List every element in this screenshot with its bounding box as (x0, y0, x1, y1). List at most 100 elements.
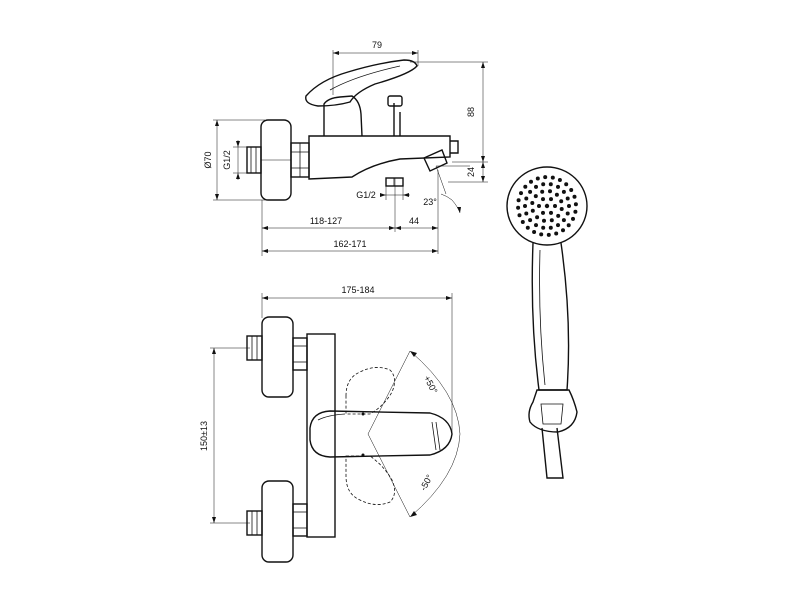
nozzle-hole (557, 178, 562, 182)
nozzle-hole (516, 205, 521, 210)
nozzle-hole (548, 189, 552, 194)
shower-nozzle-pattern (516, 175, 578, 237)
nozzle-hole (553, 204, 557, 208)
side-diverter-knob (387, 95, 403, 136)
nozzle-hole (520, 220, 525, 224)
dimension-label-wall-to-spout: 162-171 (333, 239, 366, 249)
dimension-inlet-thread: G1/2 (222, 140, 249, 180)
nozzle-hole (546, 232, 551, 237)
dimension-outlet-spacing: 44 (395, 216, 438, 230)
dimension-label-rosette-diameter: Ø70 (203, 151, 213, 168)
nozzle-hole (572, 194, 577, 199)
nozzle-hole (573, 202, 578, 207)
nozzle-hole (549, 218, 554, 223)
nozzle-hole (556, 184, 560, 189)
top-lever-ghost-upper (345, 367, 395, 415)
nozzle-hole (540, 189, 545, 194)
shower-handle (531, 242, 570, 391)
nozzle-hole (524, 211, 529, 216)
top-lever-handle[interactable] (309, 410, 453, 458)
nozzle-hole (569, 188, 574, 192)
nozzle-hole (541, 225, 546, 230)
rotation-arc: +50° -50° (367, 350, 461, 518)
nozzle-hole (517, 213, 522, 218)
side-view: 79 88 24 Ø70 (203, 40, 488, 256)
dimension-label-spout-height: 24 (466, 167, 476, 177)
rotation-label-plus: +50° (422, 374, 440, 396)
nozzle-hole (529, 179, 533, 184)
side-outlet (385, 177, 404, 187)
dimension-label-inlet-centers: 150±13 (199, 421, 209, 451)
dimension-label-wall-to-outlet: 118-127 (310, 216, 342, 226)
nozzle-hole (561, 218, 566, 223)
dimension-spout-angle: 23° (423, 165, 470, 214)
nozzle-hole (533, 194, 538, 199)
nozzle-hole (564, 182, 569, 187)
nozzle-hole (544, 203, 550, 209)
nozzle-hole (541, 210, 545, 215)
top-lever-ghost-lower (345, 455, 395, 505)
nozzle-hole (542, 218, 546, 223)
nozzle-hole (573, 209, 578, 214)
side-inlet-thread (246, 146, 262, 174)
nozzle-hole (528, 189, 533, 194)
top-view: +50° -50° 175-184 150±13 (199, 285, 461, 563)
nozzle-hole (556, 223, 560, 228)
side-spout-nozzle (423, 140, 459, 172)
shower-holder (528, 389, 578, 433)
nozzle-hole (539, 232, 544, 237)
nozzle-hole (554, 231, 559, 236)
nozzle-hole (559, 199, 564, 204)
top-rosette-lower (261, 480, 294, 563)
dimension-label-total-depth: 175-184 (341, 285, 374, 295)
nozzle-hole (525, 225, 530, 230)
shower-hose-connector (541, 427, 564, 479)
top-mixer-body (306, 333, 336, 538)
dimension-rosette-diameter: Ø70 (203, 119, 265, 201)
nozzle-hole (532, 230, 537, 234)
rotation-label-minus: -50° (418, 473, 435, 493)
nozzle-hole (530, 201, 535, 205)
nozzle-hole (530, 208, 535, 213)
side-mixer-cartridge (323, 95, 363, 137)
side-wall-rosette (260, 119, 292, 201)
nozzle-hole (556, 213, 561, 218)
side-hex-nut (290, 142, 310, 178)
nozzle-hole (535, 215, 540, 220)
nozzle-hole (567, 204, 571, 208)
side-lever-handle[interactable] (305, 59, 418, 107)
nozzle-hole (528, 218, 533, 223)
dimension-label-outlet-thread: G1/2 (356, 190, 376, 200)
nozzle-hole (519, 191, 523, 196)
nozzle-hole (549, 197, 553, 202)
nozzle-hole (571, 216, 575, 221)
dimension-lever-depth: 79 (332, 40, 419, 95)
nozzle-hole (561, 228, 565, 233)
nozzle-hole (534, 223, 538, 228)
nozzle-hole (516, 198, 521, 203)
nozzle-hole (565, 211, 570, 216)
nozzle-hole (548, 182, 553, 187)
dimension-label-spout-angle: 23° (423, 197, 437, 207)
dimension-label-height-top: 88 (466, 107, 476, 117)
nozzle-hole (537, 204, 541, 208)
dimension-wall-to-outlet: 118-127 (262, 216, 395, 230)
dimension-outlet-thread: G1/2 (356, 186, 410, 200)
nozzle-hole (550, 175, 555, 180)
dimension-wall-to-spout: 162-171 (262, 239, 438, 253)
nozzle-hole (523, 184, 528, 189)
nozzle-hole (524, 196, 529, 201)
dimension-label-inlet-thread: G1/2 (222, 150, 232, 170)
nozzle-hole (541, 197, 545, 202)
dimension-label-lever-depth: 79 (372, 40, 382, 50)
shower-head (506, 166, 588, 246)
dimension-spout-height: 24 (448, 162, 488, 183)
top-rosette-upper (261, 316, 294, 398)
nozzle-hole (548, 225, 553, 230)
nozzle-hole (565, 196, 570, 201)
nozzle-hole (554, 192, 559, 197)
nozzle-hole (561, 189, 566, 194)
nozzle-hole (541, 182, 546, 187)
nozzle-hole (543, 175, 548, 180)
